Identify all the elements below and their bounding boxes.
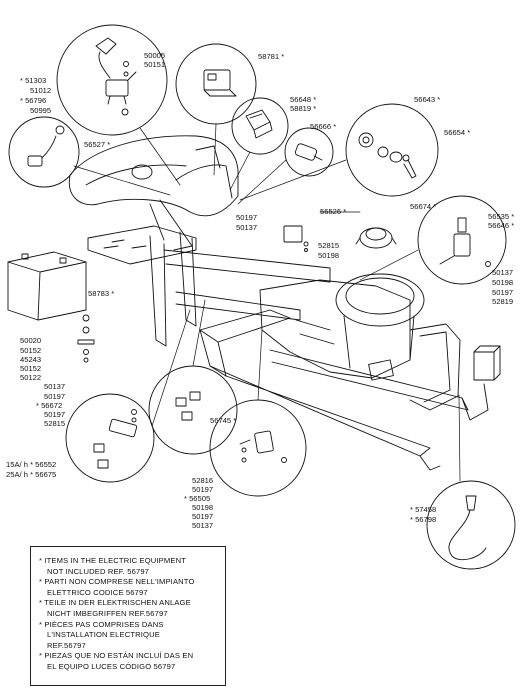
legend-line: REF.56797 — [47, 640, 86, 650]
lamp-drawing — [448, 495, 487, 561]
legend-line: EL EQUIPO LUCES CÓDIGO 56797 — [47, 661, 176, 671]
part-label-56796: * 56796 — [20, 96, 47, 105]
hood-body-drawing — [68, 135, 239, 251]
part-label-50152-a: 50152 — [20, 346, 42, 355]
part-label-56672: * 56672 — [36, 401, 63, 410]
part-label-56526: 56526 * — [320, 207, 347, 216]
part-label-56505: * 56505 — [184, 494, 211, 503]
detail-circle-seat-switch — [417, 195, 507, 285]
detail-circle-plug-56745 — [148, 365, 238, 455]
plug-56745-drawing — [175, 391, 201, 421]
part-label-50122: 50122 — [20, 373, 42, 382]
detail-circle-relay-58781 — [175, 43, 257, 125]
detail-circle-lamp — [426, 480, 516, 570]
battery-drawing — [7, 251, 87, 321]
frame-drawing — [87, 225, 501, 471]
part-label-56675: 25A/ h * 56675 — [6, 470, 57, 479]
legend-line: * TEILE IN DER ELEKTRISCHEN ANLAGE — [39, 598, 191, 608]
relay-56526-drawing — [283, 225, 309, 252]
part-label-58783: 58783 * — [88, 289, 115, 298]
part-label-52819: 52819 — [492, 297, 514, 306]
legend-line: * PIÈCES PAS COMPRISES DANS — [39, 619, 164, 629]
detail-circle-key-switch — [345, 103, 439, 197]
part-label-50198-c: 50198 — [192, 503, 214, 512]
part-label-58819: 58819 * — [290, 104, 317, 113]
seat-switch-drawing — [439, 217, 491, 267]
switch-56674-drawing — [355, 227, 397, 249]
detail-circle-switch-56505 — [209, 399, 307, 497]
relay-drawing — [203, 69, 237, 97]
part-label-57458: * 57458 — [410, 505, 437, 514]
part-label-45243: 45243 — [20, 355, 42, 364]
legend-line: L'INSTALLATION ELECTRIQUE — [47, 630, 160, 640]
switch-56505-drawing — [239, 430, 287, 463]
part-label-56535: 56535 * — [488, 212, 515, 221]
battery-hardware-drawing — [77, 314, 95, 363]
leader-lines — [73, 123, 461, 482]
part-label-50137-d: 50137 — [192, 521, 214, 530]
part-label-52815-b: 52815 — [44, 419, 66, 428]
part-label-50137-c: 50137 — [44, 382, 66, 391]
part-label-50197-f: 50197 — [192, 512, 214, 521]
switch-drawing — [294, 143, 323, 161]
connector-drawing — [27, 125, 65, 167]
part-label-50137-b: 50137 — [492, 268, 514, 277]
legend-line: NOT INCLUDED REF. 56797 — [47, 566, 150, 576]
detail-circle-switch-56666 — [284, 127, 334, 177]
part-label-50020: 50020 — [20, 336, 42, 345]
detail-circle-fuse-holder — [65, 393, 155, 483]
part-label-56745: 56745 * — [210, 416, 237, 425]
part-label-56643: 56643 * — [414, 95, 441, 104]
part-label-56552: 15A/ h * 56552 — [6, 460, 57, 469]
plug-drawing — [245, 109, 273, 139]
part-label-50198-b: 50198 — [492, 278, 514, 287]
part-label-50197-c: 50197 — [44, 392, 66, 401]
part-label-50198-a: 50198 — [318, 251, 340, 260]
detail-circle-ignition-coil — [56, 24, 168, 136]
part-label-50995: 50995 — [30, 106, 52, 115]
part-label-56527: 56527 * — [84, 140, 111, 149]
part-label-56674: 56674 * — [410, 202, 437, 211]
key-switch-drawing — [358, 132, 417, 179]
part-label-50137-a: 50137 — [236, 223, 258, 232]
part-label-50197-e: 50197 — [192, 485, 214, 494]
part-label-58781: 58781 * — [258, 52, 285, 61]
part-label-50197-a: 50197 — [236, 213, 258, 222]
part-label-56666: 56666 * — [310, 122, 337, 131]
part-label-50197-b: 50197 — [492, 288, 514, 297]
legend-line: NICHT IMBEGRIFFEN REF.56797 — [47, 608, 168, 618]
part-label-52815-a: 52815 — [318, 241, 340, 250]
part-label-56646: 56646 * — [488, 221, 515, 230]
part-label-56648: 56648 * — [290, 95, 317, 104]
legend-line: * ITEMS IN THE ELECTRIC EQUIPMENT — [39, 556, 186, 565]
part-label-50197-d: 50197 — [44, 410, 66, 419]
part-label-50152-b: 50152 — [20, 364, 42, 373]
part-label-50151: 50151 — [144, 60, 166, 69]
part-label-51012: 51012 — [30, 86, 52, 95]
legend-line: * PARTI NON COMPRESE NELL'IMPIANTO — [39, 577, 195, 587]
legend-box: * ITEMS IN THE ELECTRIC EQUIPMENT NOT IN… — [30, 546, 226, 686]
fuse-holder-drawing — [93, 409, 138, 469]
legend-line: ELETTRICO CODICE 56797 — [47, 587, 148, 597]
part-label-51303: * 51303 — [20, 76, 47, 85]
legend-line: * PIEZAS QUE NO ESTÁN INCLUÍ DAS EN — [39, 651, 194, 661]
part-label-56798: * 56798 — [410, 515, 437, 524]
ignition-coil-drawing — [95, 37, 137, 116]
part-label-52816: 52816 — [192, 476, 214, 485]
detail-circle-connector-56527 — [8, 116, 80, 188]
engine-drawing — [259, 273, 461, 411]
part-label-50005: 50005 — [144, 51, 166, 60]
detail-circle-plug-56648 — [231, 97, 289, 155]
part-label-56654: 56654 * — [444, 128, 471, 137]
